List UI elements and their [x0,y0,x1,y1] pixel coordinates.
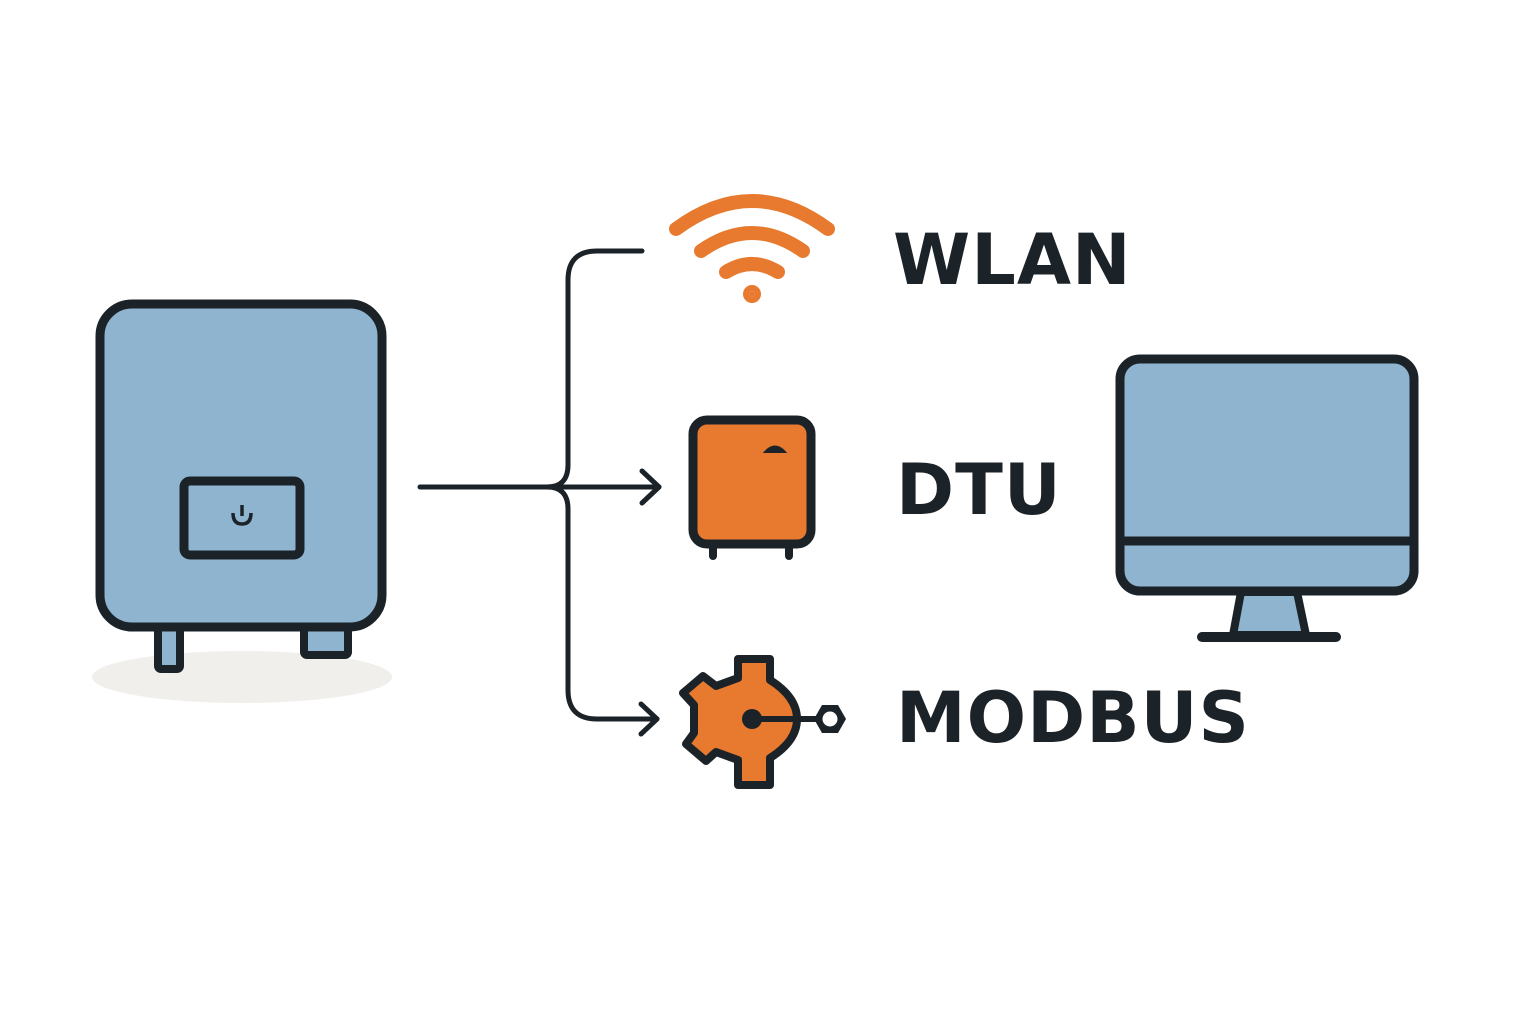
branch-wlan [544,248,645,490]
wifi-icon [669,194,835,303]
inverter-icon [95,299,387,673]
label-wlan: WLAN [893,219,1132,301]
connector-lines [417,248,662,737]
power-icon [231,505,253,526]
arrow-modbus [638,701,660,737]
branch-modbus [544,484,660,722]
arrow-dtu [639,468,662,506]
inverter-shadow [92,651,392,703]
dtu-box-icon [688,415,816,560]
gear-connector-icon [679,655,846,789]
label-dtu: DTU [896,449,1062,531]
monitor-icon [1115,354,1419,642]
label-modbus: MODBUS [896,677,1250,759]
